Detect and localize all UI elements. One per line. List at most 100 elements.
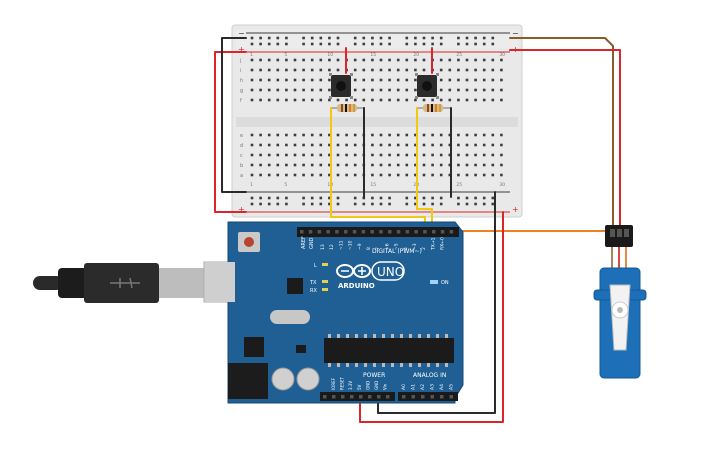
breadboard-hole[interactable] (276, 143, 280, 147)
breadboard-hole[interactable] (482, 163, 486, 167)
header-pin[interactable] (368, 395, 372, 399)
breadboard-hole[interactable] (396, 88, 400, 92)
breadboard-hole[interactable] (500, 78, 503, 82)
breadboard-hole[interactable] (448, 78, 452, 82)
breadboard-hole[interactable] (465, 143, 469, 147)
breadboard-hole[interactable] (379, 88, 383, 92)
breadboard-hole[interactable] (439, 133, 443, 137)
breadboard-hole[interactable] (457, 173, 460, 177)
breadboard-hole[interactable] (491, 143, 495, 147)
breadboard-hole[interactable] (250, 36, 254, 40)
breadboard-hole[interactable] (482, 36, 486, 40)
breadboard-hole[interactable] (353, 98, 357, 102)
breadboard-hole[interactable] (500, 88, 503, 92)
breadboard-hole[interactable] (285, 163, 288, 167)
breadboard-hole[interactable] (310, 68, 314, 72)
header-pin[interactable] (350, 395, 354, 399)
breadboard-hole[interactable] (285, 143, 288, 147)
wire-brown-servo[interactable] (509, 37, 614, 226)
breadboard-hole[interactable] (491, 163, 495, 167)
header-pin[interactable] (402, 395, 406, 399)
breadboard-hole[interactable] (259, 36, 262, 40)
breadboard-hole[interactable] (353, 68, 357, 72)
breadboard-hole[interactable] (422, 143, 426, 147)
breadboard-hole[interactable] (276, 202, 280, 206)
breadboard-hole[interactable] (379, 36, 383, 40)
breadboard-hole[interactable] (465, 173, 469, 177)
breadboard-hole[interactable] (267, 143, 271, 147)
breadboard-hole[interactable] (362, 196, 366, 200)
breadboard-hole[interactable] (379, 143, 383, 147)
breadboard-hole[interactable] (285, 98, 288, 102)
breadboard-hole[interactable] (310, 173, 314, 177)
breadboard-hole[interactable] (362, 88, 366, 92)
breadboard-hole[interactable] (474, 143, 477, 147)
header-pin[interactable] (300, 230, 304, 234)
breadboard-hole[interactable] (491, 78, 495, 82)
breadboard-hole[interactable] (457, 36, 460, 40)
breadboard-hole[interactable] (259, 78, 262, 82)
breadboard-hole[interactable] (302, 196, 305, 200)
breadboard-hole[interactable] (319, 98, 323, 102)
header-pin[interactable] (332, 395, 336, 399)
breadboard-hole[interactable] (388, 42, 391, 46)
breadboard-hole[interactable] (422, 36, 426, 40)
breadboard-hole[interactable] (353, 36, 357, 40)
breadboard-hole[interactable] (310, 58, 314, 62)
breadboard-hole[interactable] (319, 196, 323, 200)
breadboard-hole[interactable] (310, 202, 314, 206)
breadboard-hole[interactable] (250, 196, 254, 200)
breadboard-hole[interactable] (482, 58, 486, 62)
breadboard-hole[interactable] (448, 153, 452, 157)
breadboard-hole[interactable] (414, 78, 417, 82)
wire-black-gnd[interactable] (377, 191, 496, 414)
breadboard-hole[interactable] (491, 88, 495, 92)
breadboard-hole[interactable] (431, 196, 434, 200)
breadboard-hole[interactable] (319, 68, 323, 72)
breadboard-hole[interactable] (465, 78, 469, 82)
breadboard-hole[interactable] (448, 133, 452, 137)
breadboard-hole[interactable] (405, 36, 409, 40)
breadboard-hole[interactable] (414, 68, 417, 72)
breadboard-hole[interactable] (457, 153, 460, 157)
breadboard-hole[interactable] (285, 202, 288, 206)
breadboard-hole[interactable] (379, 133, 383, 137)
breadboard-hole[interactable] (465, 88, 469, 92)
breadboard-hole[interactable] (448, 173, 452, 177)
breadboard-hole[interactable] (491, 42, 495, 46)
breadboard-hole[interactable] (396, 68, 400, 72)
wire-black-left[interactable] (221, 37, 247, 193)
header-pin[interactable] (411, 395, 416, 399)
breadboard-hole[interactable] (439, 173, 443, 177)
breadboard-hole[interactable] (336, 163, 340, 167)
breadboard-hole[interactable] (293, 143, 297, 147)
breadboard-hole[interactable] (414, 98, 417, 102)
breadboard-hole[interactable] (285, 68, 288, 72)
breadboard-hole[interactable] (285, 58, 288, 62)
breadboard-hole[interactable] (422, 163, 426, 167)
breadboard-hole[interactable] (500, 98, 503, 102)
header-pin[interactable] (405, 230, 410, 234)
breadboard-hole[interactable] (474, 42, 477, 46)
breadboard-hole[interactable] (353, 153, 357, 157)
breadboard-hole[interactable] (500, 143, 503, 147)
header-pin[interactable] (323, 395, 327, 399)
breadboard-hole[interactable] (388, 163, 391, 167)
breadboard-hole[interactable] (396, 153, 400, 157)
breadboard-hole[interactable] (362, 68, 366, 72)
breadboard-hole[interactable] (362, 98, 366, 102)
breadboard-hole[interactable] (267, 78, 271, 82)
breadboard-hole[interactable] (285, 133, 288, 137)
breadboard-hole[interactable] (474, 58, 477, 62)
breadboard-hole[interactable] (396, 98, 400, 102)
header-pin[interactable] (423, 230, 427, 234)
breadboard-hole[interactable] (328, 42, 331, 46)
breadboard-hole[interactable] (388, 78, 391, 82)
breadboard-hole[interactable] (396, 143, 400, 147)
breadboard-hole[interactable] (259, 133, 262, 137)
breadboard-hole[interactable] (302, 68, 305, 72)
breadboard-hole[interactable] (353, 173, 357, 177)
breadboard-hole[interactable] (362, 36, 366, 40)
breadboard-hole[interactable] (293, 88, 297, 92)
breadboard-hole[interactable] (405, 133, 409, 137)
